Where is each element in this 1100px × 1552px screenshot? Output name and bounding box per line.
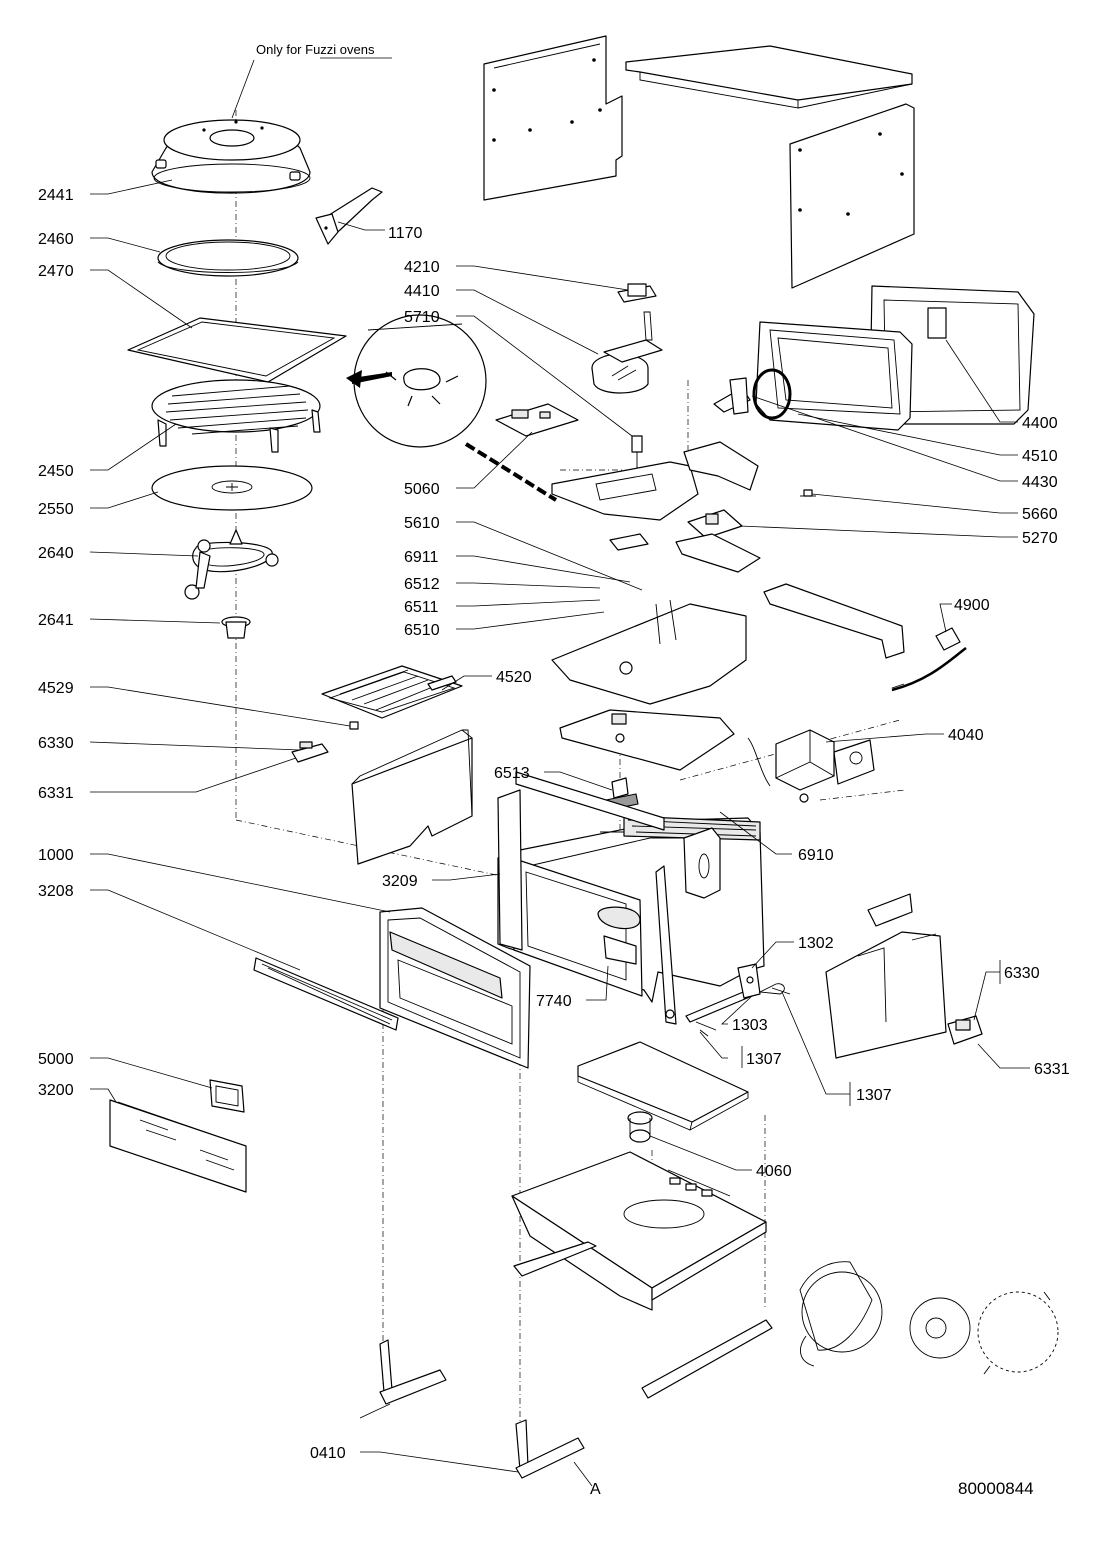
label-1302: 1302: [798, 935, 834, 952]
right-lamp-holder-part: [947, 1015, 983, 1045]
stirrer-motor-part: [627, 1111, 653, 1143]
label-5610: 5610: [404, 515, 440, 532]
label-4510: 4510: [1022, 448, 1058, 465]
crisp-handle-part: [315, 187, 383, 245]
label-6911: 6911: [404, 549, 439, 566]
label-4520: 4520: [496, 669, 532, 686]
label-2641: 2641: [38, 612, 74, 629]
power-cord-part: [891, 627, 967, 692]
label-4430: 4430: [1022, 474, 1058, 491]
grill-rack-part: [151, 379, 321, 453]
rear-cover-part: [763, 583, 905, 659]
label-5000: 5000: [38, 1051, 74, 1068]
roller-ring-part: [184, 529, 279, 600]
label-0410: 0410: [310, 1445, 346, 1462]
door-part: [379, 907, 531, 1069]
foot-support-part: [379, 1339, 585, 1479]
label-1303: 1303: [732, 1017, 768, 1034]
label-2450: 2450: [38, 463, 74, 480]
fuse-part: [800, 489, 816, 497]
crisp-cover-part: [151, 119, 311, 194]
label-2550: 2550: [38, 501, 74, 518]
label-4400: 4400: [1022, 415, 1058, 432]
fan-motor-part: [591, 339, 663, 394]
fuzzi-note: Only for Fuzzi ovens: [256, 42, 375, 57]
cavity-front-frame-part: [497, 771, 677, 1025]
label-4040: 4040: [948, 727, 984, 744]
waveguide-cover-part: [559, 709, 735, 771]
label-7740: 7740: [536, 993, 572, 1010]
callout-leaders: [89, 57, 1030, 1487]
callout-labels: Only for Fuzzi ovens 2441 2460 1170 2470…: [38, 42, 1070, 1498]
outer-casing-top-panel: [625, 45, 913, 109]
air-duct-part: [683, 441, 759, 491]
label-1170: 1170: [388, 225, 423, 242]
outer-casing-right-panel: [789, 103, 915, 289]
label-4060: 4060: [756, 1163, 792, 1180]
cavity-bottom-plate-part: [577, 1041, 749, 1131]
label-6331-left: 6331: [38, 785, 74, 802]
transformer-part: [747, 729, 875, 803]
label-6330-left: 6330: [38, 735, 74, 752]
assembly-detail-illustration: [799, 1261, 1059, 1375]
label-5060: 5060: [404, 481, 440, 498]
label-3208: 3208: [38, 883, 74, 900]
door-spring-part: [665, 987, 791, 1037]
label-1000: 1000: [38, 847, 74, 864]
left-lamp-holder-part: [291, 741, 329, 763]
label-6513: 6513: [494, 765, 530, 782]
cavity-top-plate-part: [551, 599, 747, 705]
hinge-part: [737, 963, 785, 999]
component-support-part: [675, 533, 761, 573]
label-6910: 6910: [798, 847, 834, 864]
label-3209: 3209: [382, 873, 418, 890]
label-2640: 2640: [38, 545, 74, 562]
control-board-part: [495, 403, 579, 437]
label-2470: 2470: [38, 263, 74, 280]
document-number: 80000844: [958, 1479, 1034, 1498]
label-5710: 5710: [404, 309, 440, 326]
left-side-wall-part: [351, 729, 473, 865]
label-section-a: A: [590, 1481, 601, 1498]
outer-casing-left-panel: [483, 35, 623, 201]
label-4410: 4410: [404, 283, 440, 300]
micro-switch-part: [631, 435, 643, 468]
door-trim-part: [253, 957, 399, 1031]
crisp-plate-part: [157, 239, 299, 277]
detail-magnifier: [346, 314, 558, 502]
label-3200: 3200: [38, 1082, 74, 1099]
control-housing-part: [551, 461, 699, 551]
label-5270: 5270: [1022, 530, 1058, 547]
label-6330-right: 6330: [1004, 965, 1040, 982]
label-6511: 6511: [404, 599, 439, 616]
baking-tray-part: [127, 317, 347, 383]
turntable-coupler-part: [221, 616, 251, 639]
sensor-bracket-part: [617, 283, 657, 341]
base-rail-part: [513, 1241, 773, 1399]
right-side-wall-part: [825, 893, 947, 1059]
base-frame-part: [511, 1151, 767, 1311]
control-panel-part: [109, 1079, 247, 1193]
label-1307-a: 1307: [746, 1051, 782, 1068]
chamber-gasket-part: [755, 321, 913, 431]
label-2441: 2441: [38, 187, 74, 204]
turntable-glass-part: [151, 465, 313, 511]
label-6331-right: 6331: [1034, 1061, 1070, 1078]
label-6510: 6510: [404, 622, 440, 639]
label-4210: 4210: [404, 259, 440, 276]
oven-cavity-part: [497, 815, 765, 1003]
grill-heater-part: [321, 665, 463, 730]
label-4900: 4900: [954, 597, 990, 614]
label-5660: 5660: [1022, 506, 1058, 523]
label-2460: 2460: [38, 231, 74, 248]
label-1307-b: 1307: [856, 1087, 892, 1104]
label-6512: 6512: [404, 576, 440, 593]
convection-fan-part: [713, 368, 792, 420]
label-4529: 4529: [38, 680, 74, 697]
power-board-part: [687, 509, 743, 539]
